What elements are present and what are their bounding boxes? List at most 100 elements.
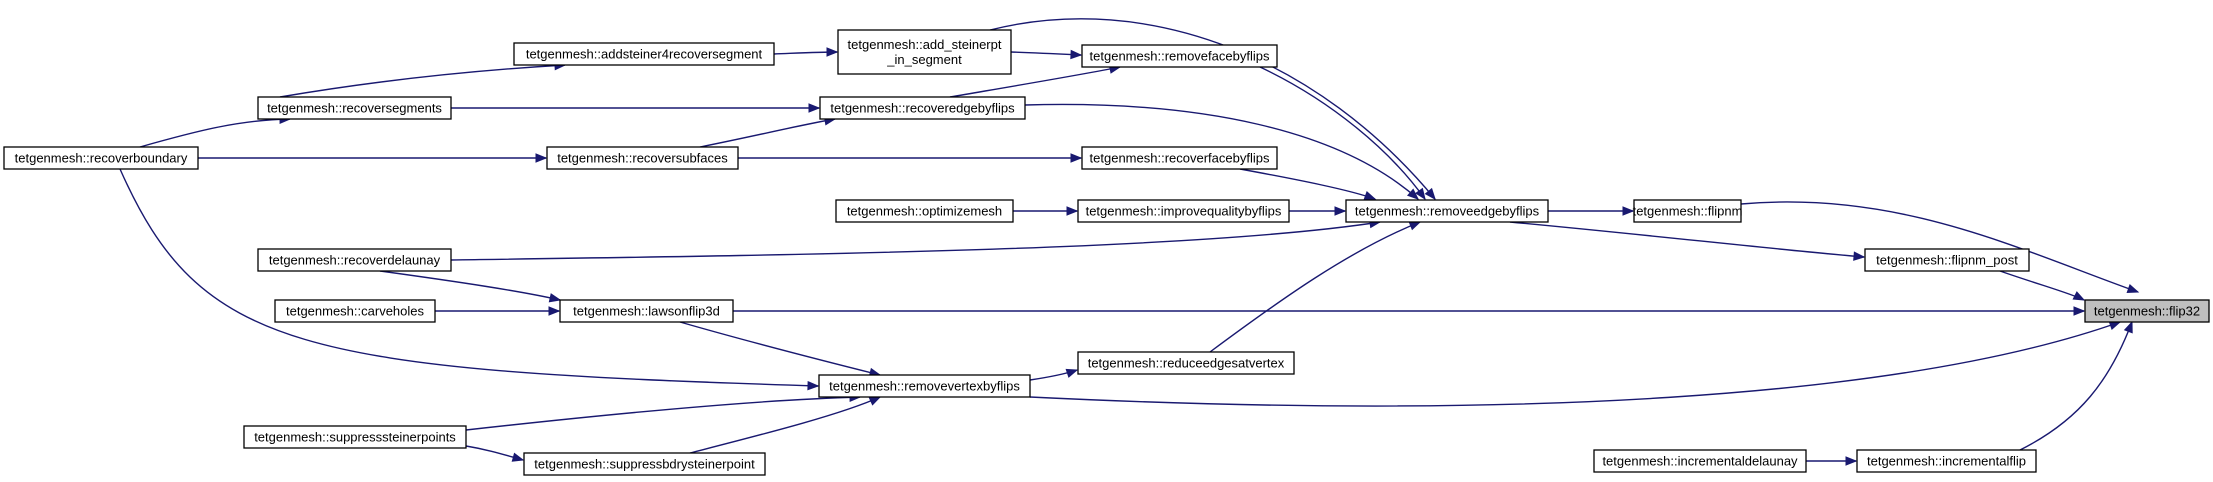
node-box: [523, 452, 766, 476]
node-suppressbdrysteinerpoint[interactable]: tetgenmesh::suppressbdrysteinerpoint: [523, 452, 766, 476]
edge-arrowhead: [1066, 206, 1079, 216]
node-removevertexbyflips[interactable]: tetgenmesh::removevertexbyflips: [818, 374, 1031, 398]
edge-recoverboundary-to-recoversubfaces: [197, 153, 548, 163]
edge-incrementaldelaunay-to-incrementalflip: [1806, 456, 1858, 466]
edge-line: [1999, 270, 2085, 301]
node-addsteiner4recoversegment[interactable]: tetgenmesh::addsteiner4recoversegment: [513, 42, 775, 66]
node-label: tetgenmesh::recoverdelaunay: [269, 253, 441, 268]
edge-arrowhead: [548, 293, 562, 303]
node-incrementalflip[interactable]: tetgenmesh::incrementalflip: [1856, 449, 2037, 473]
node-box: [1081, 146, 1278, 170]
node-reduceedgesatvertex[interactable]: tetgenmesh::reduceedgesatvertex: [1077, 351, 1295, 375]
edge-arrowhead: [2072, 291, 2086, 301]
node-incrementaldelaunay[interactable]: tetgenmesh::incrementaldelaunay: [1593, 449, 1807, 473]
node-label: tetgenmesh::carveholes: [286, 304, 425, 319]
node-label: tetgenmesh::removeedgebyflips: [1355, 204, 1540, 219]
edge-arrowhead: [1408, 221, 1422, 231]
node-label: tetgenmesh::removevertexbyflips: [829, 379, 1020, 394]
node-label: tetgenmesh::reduceedgesatvertex: [1088, 356, 1285, 371]
node-label: tetgenmesh::improvequalitybyflips: [1086, 204, 1282, 219]
node-label: tetgenmesh::lawsonflip3d: [573, 304, 720, 319]
node-add_steinerpt[interactable]: tetgenmesh::add_steinerpt_in_segment: [837, 29, 1012, 75]
edge-suppresssteinerpoints-to-removevertexbyflips: [465, 392, 862, 431]
edge-improvequalitybyflips-to-removeedgebyflips: [1288, 206, 1347, 216]
edge-removevertexbyflips-to-reduceedgesatvertex: [1029, 368, 1079, 381]
node-removeedgebyflips[interactable]: tetgenmesh::removeedgebyflips: [1345, 199, 1549, 223]
edge-suppressbdrysteinerpoint-to-removevertexbyflips: [689, 396, 882, 454]
node-box: [1864, 248, 2030, 272]
edge-line: [1259, 66, 1426, 200]
node-label: tetgenmesh::addsteiner4recoversegment: [526, 47, 763, 62]
edge-addsteiner4recoversegment-to-add_steinerpt: [773, 47, 839, 57]
edge-arrowhead: [2123, 320, 2133, 334]
edge-arrowhead: [868, 396, 882, 406]
node-flip32[interactable]: tetgenmesh::flip32: [2084, 299, 2210, 323]
node-box: [1856, 449, 2037, 473]
edge-line: [465, 396, 861, 431]
edge-recoverdelaunay-to-removeedgebyflips: [450, 218, 1382, 261]
edge-line: [379, 270, 561, 301]
edge-line: [1509, 221, 1865, 258]
edge-arrowhead: [2126, 284, 2140, 293]
node-box: [3, 146, 199, 170]
edge-optimizemesh-to-improvequalitybyflips: [1012, 206, 1079, 216]
edge-lawsonflip3d-to-flip32: [733, 306, 2086, 316]
edge-layer: [119, 18, 2140, 466]
node-label: tetgenmesh::optimizemesh: [847, 204, 1002, 219]
node-recoverfacebyflips[interactable]: tetgenmesh::recoverfacebyflips: [1081, 146, 1278, 170]
edge-arrowhead: [1065, 368, 1079, 378]
node-lawsonflip3d[interactable]: tetgenmesh::lawsonflip3d: [559, 299, 734, 323]
edge-arrowhead: [1070, 153, 1083, 163]
edge-arrowhead: [1845, 456, 1858, 466]
node-label: tetgenmesh::recoversubfaces: [557, 151, 728, 166]
edge-recoverfacebyflips-to-removeedgebyflips: [1239, 168, 1377, 200]
edge-reduceedgesatvertex-to-removeedgebyflips: [1209, 221, 1422, 353]
node-suppresssteinerpoints[interactable]: tetgenmesh::suppresssteinerpoints: [243, 425, 467, 449]
edge-flipnm-to-flip32: [1740, 201, 2140, 293]
edge-line: [679, 321, 881, 376]
edge-arrowhead: [1070, 49, 1083, 60]
node-box: [513, 42, 775, 66]
edge-line: [450, 221, 1381, 261]
edge-recoversegments-to-addsteiner4recoversegment: [279, 60, 567, 98]
edge-flipnm_post-to-flip32: [1999, 270, 2086, 301]
node-box: [243, 425, 467, 449]
node-label: tetgenmesh::suppresssteinerpoints: [254, 430, 456, 445]
edge-line: [699, 118, 836, 148]
node-box: [1633, 199, 1742, 223]
edge-recoveredgebyflips-to-removeedgebyflips: [1024, 103, 1420, 200]
node-recoversubfaces[interactable]: tetgenmesh::recoversubfaces: [546, 146, 739, 170]
edge-arrowhead: [511, 452, 525, 462]
node-recoverboundary[interactable]: tetgenmesh::recoverboundary: [3, 146, 199, 170]
edge-arrowhead: [2073, 306, 2086, 316]
edge-line: [279, 64, 566, 98]
node-box: [274, 299, 436, 323]
edge-line: [1740, 201, 2139, 293]
node-label: tetgenmesh::flipnm: [1633, 204, 1743, 219]
edge-recoverboundary-to-recoversegments: [139, 114, 292, 148]
node-flipnm[interactable]: tetgenmesh::flipnm: [1633, 199, 1743, 223]
edge-arrowhead: [1622, 206, 1635, 216]
edge-removeedgebyflips-to-flipnm: [1547, 206, 1635, 216]
edge-arrowhead: [2108, 321, 2122, 330]
node-improvequalitybyflips[interactable]: tetgenmesh::improvequalitybyflips: [1077, 199, 1290, 223]
node-label: tetgenmesh::suppressbdrysteinerpoint: [534, 457, 755, 472]
node-box: [1081, 44, 1278, 68]
node-box: [257, 96, 452, 120]
edge-arrowhead: [1853, 251, 1866, 261]
node-box: [1345, 199, 1549, 223]
node-box: [837, 29, 1012, 75]
node-carveholes[interactable]: tetgenmesh::carveholes: [274, 299, 436, 323]
node-recoversegments[interactable]: tetgenmesh::recoversegments: [257, 96, 452, 120]
edge-arrowhead: [1334, 206, 1347, 216]
node-label: tetgenmesh::recoverfacebyflips: [1090, 151, 1270, 166]
node-recoverdelaunay[interactable]: tetgenmesh::recoverdelaunay: [257, 248, 452, 272]
node-box: [1077, 199, 1290, 223]
node-box: [2084, 299, 2210, 323]
node-removefacebyflips[interactable]: tetgenmesh::removefacebyflips: [1081, 44, 1278, 68]
node-box: [819, 96, 1026, 120]
node-optimizemesh[interactable]: tetgenmesh::optimizemesh: [835, 199, 1014, 223]
node-recoveredgebyflips[interactable]: tetgenmesh::recoveredgebyflips: [819, 96, 1026, 120]
node-flipnm_post[interactable]: tetgenmesh::flipnm_post: [1864, 248, 2030, 272]
